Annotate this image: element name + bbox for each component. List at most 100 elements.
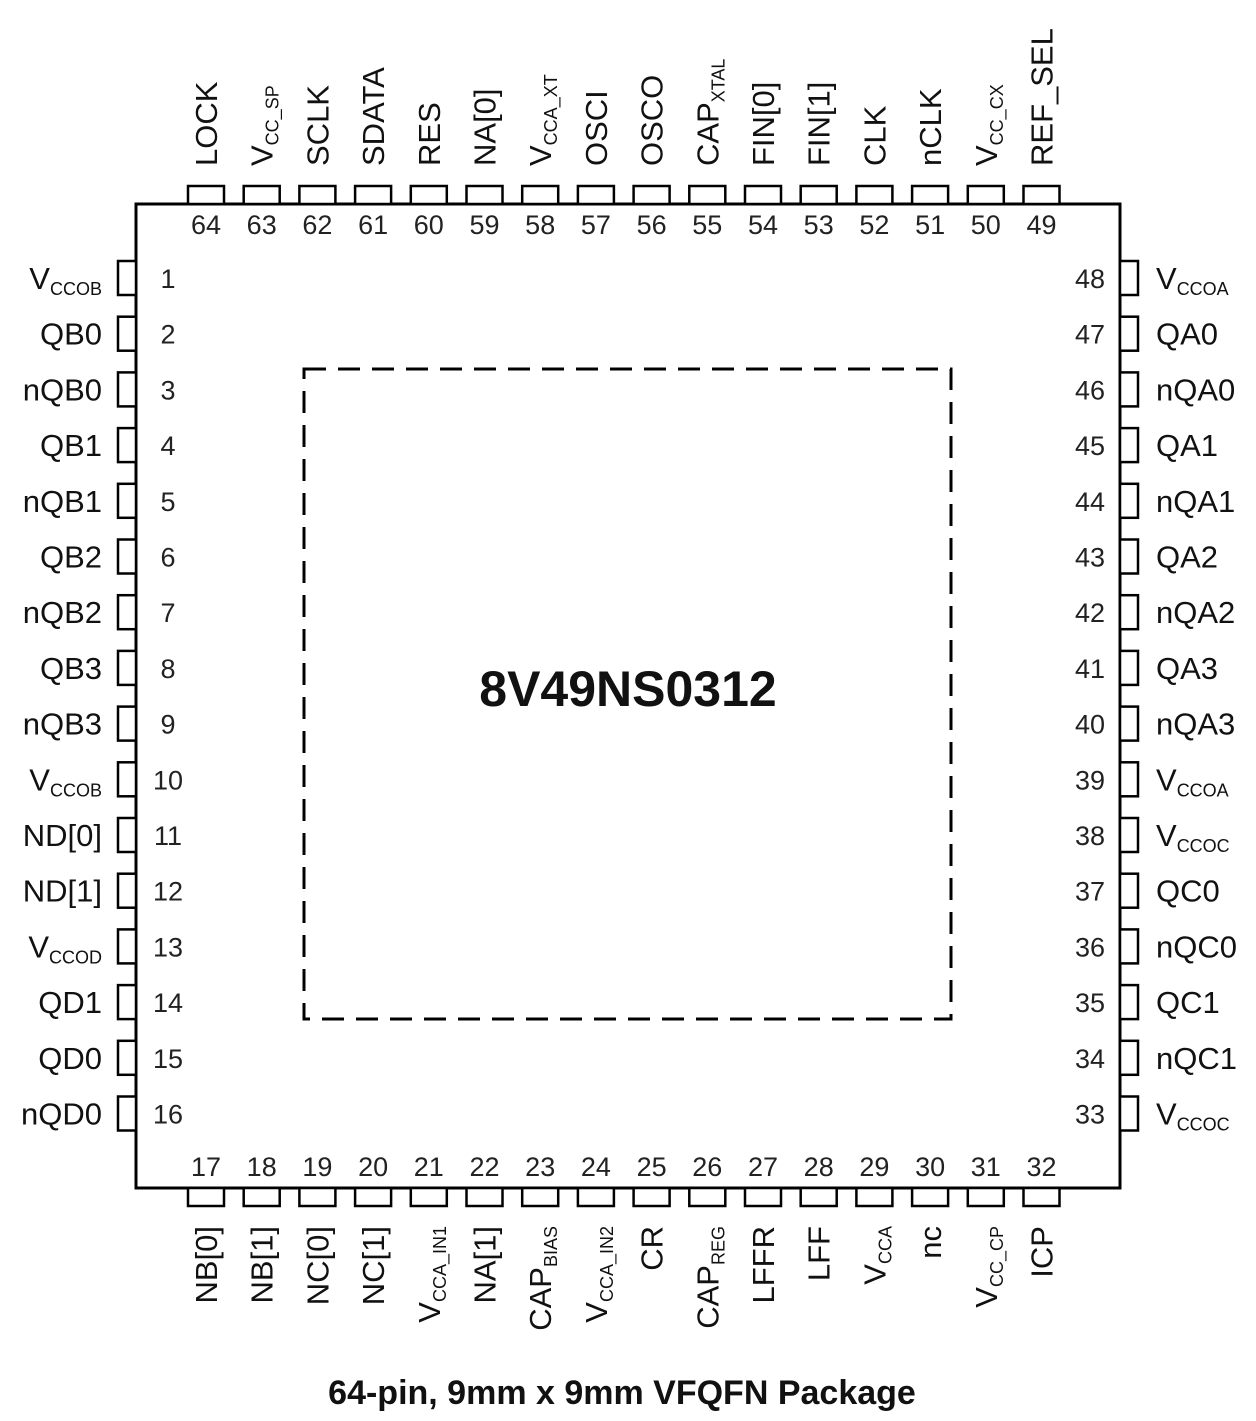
pin-number: 30 [915,1152,945,1182]
pin-pad [688,184,727,206]
pin-label: ICP [1025,1226,1060,1278]
package-caption: 64-pin, 9mm x 9mm VFQFN Package [328,1374,916,1412]
pin-number: 12 [153,877,183,907]
pin-label: VCCOD [28,929,102,967]
pin-pad [1118,816,1140,854]
pin-pad [298,1186,337,1208]
pin-number: 58 [525,210,555,240]
pin-pad [116,371,138,408]
pin-label: REF_SEL [1025,28,1060,166]
pin-number: 36 [1075,932,1105,962]
pin-number: 61 [358,210,388,240]
pin-number: 45 [1075,431,1105,461]
pin-label: QD0 [38,1041,102,1076]
pin-pad [116,538,138,575]
pin-label: VCCA_XT [523,74,562,166]
pin-pad [1118,761,1140,798]
pin-number: 1 [160,264,175,294]
pin-label: VCCOB [29,261,102,299]
pin-label: VCCOA [1156,261,1229,299]
pin-number: 57 [581,210,611,240]
pin-pad [1022,1186,1061,1208]
pin-label: nQB3 [23,707,102,742]
pin-label: CLK [857,105,892,166]
pin-pad [465,184,504,206]
pin-label: CAPBIAS [523,1226,561,1331]
pin-pad [743,1186,783,1208]
pin-label: NC[1] [356,1226,391,1305]
pin-number: 25 [637,1152,667,1182]
pin-number: 23 [525,1152,555,1182]
pin-pad [1118,538,1140,575]
pin-pad [520,1186,560,1208]
pin-pad [116,482,138,520]
pin-number: 47 [1075,320,1105,350]
pin-45: 45 QA1 [1075,426,1218,464]
pin-pad [1118,928,1140,965]
pin-number: 62 [302,210,332,240]
pin-number: 9 [160,710,175,740]
pin-number: 32 [1026,1152,1056,1182]
pin-label: NC[0] [300,1226,335,1305]
pin-label: VCCOB [29,762,102,800]
pin-pad [116,872,138,909]
pin-58: 58 VCCA_XT [520,74,562,240]
pin-label: RES [412,102,447,166]
pin-50: 50 VCC_CX [966,84,1008,240]
pin-label: QA2 [1156,540,1218,575]
pin-pad [116,315,138,352]
pin-label: VCCOC [1156,1097,1230,1135]
pin-label: SCLK [300,85,335,166]
pin-label: QA1 [1156,428,1218,463]
pins-layer: 1VCCOB2QB03nQB04QB15nQB16QB27nQB28QB39nQ… [21,28,1237,1331]
pin-pad [116,816,138,854]
pin-pad [465,1186,504,1208]
pin-pad [855,1186,894,1208]
pin-label: OSCI [579,90,614,166]
pin-pad [1118,983,1140,1021]
pin-label: nQC0 [1156,929,1237,964]
pin-number: 50 [971,210,1001,240]
pin-number: 53 [804,210,834,240]
pin-pad [409,184,449,206]
pin-pad [910,184,950,206]
pin-number: 17 [191,1152,221,1182]
pin-label: FIN[0] [746,82,781,166]
pin-pad [1118,705,1140,742]
pin-label: VCC_SP [245,85,284,166]
pin-number: 33 [1075,1100,1105,1130]
pin-number: 41 [1075,654,1105,684]
pin-label: FIN[1] [802,82,837,166]
pin-pad [743,184,783,206]
pin-pad [1118,259,1140,297]
pin-label: QA0 [1156,317,1218,352]
pin-number: 26 [692,1152,722,1182]
pin-label: VCC_CX [969,84,1008,166]
pin-33: 33 VCCOC [1075,1095,1230,1135]
pin-label: QC1 [1156,985,1220,1020]
pin-label: LFF [802,1226,837,1281]
pin-pad [242,184,281,206]
pin-label: SDATA [356,67,391,166]
pin-number: 29 [859,1152,889,1182]
pin-label: nQB2 [23,595,102,630]
pin-label: nQB1 [23,484,102,519]
pin-pad [1118,315,1140,352]
pin-label: VCCA_IN2 [579,1226,618,1323]
